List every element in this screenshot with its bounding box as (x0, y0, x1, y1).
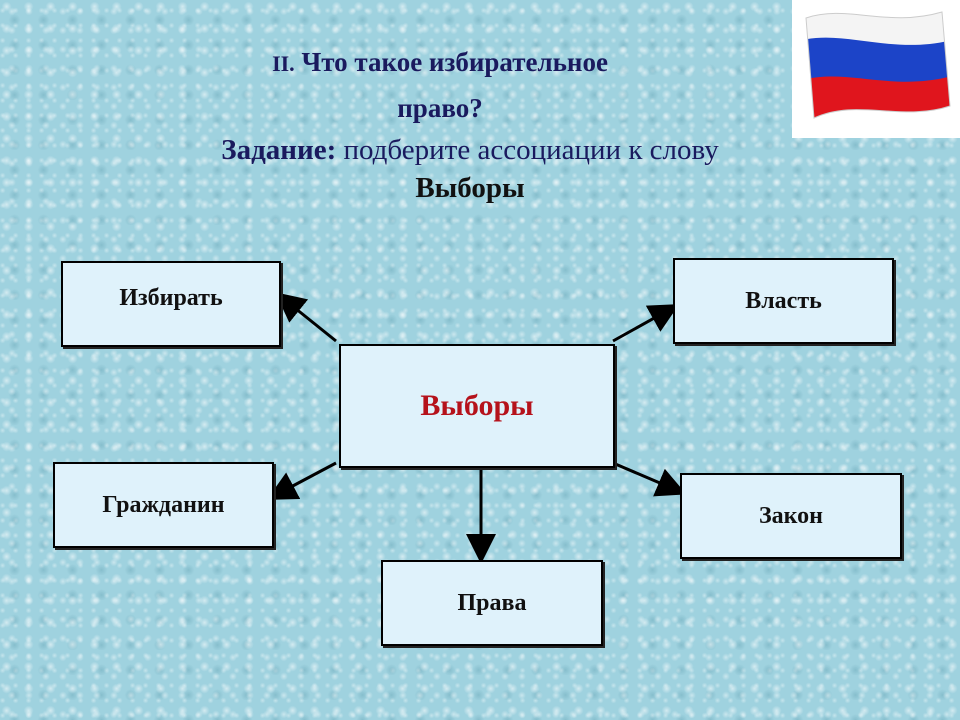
flag-icon (805, 11, 951, 119)
russian-flag-image (792, 0, 960, 138)
flag-blue-stripe (806, 37, 950, 83)
slide-title: II. Что такое избирательное право? (140, 40, 740, 130)
node-zakon-label: Закон (758, 502, 823, 529)
node-vlast-label: Власть (745, 287, 822, 314)
node-izbirat-label: Избирать (119, 285, 223, 311)
node-prava-label: Права (457, 589, 527, 616)
node-zakon: Закон (680, 473, 902, 559)
task-text: подберите ассоциации к слову (343, 134, 719, 166)
arrow-to-zakon (612, 461, 687, 497)
arrow-to-grazhdanin (266, 461, 337, 500)
node-grazhdanin: Гражданин (53, 462, 274, 548)
task-label: Задание: (221, 134, 337, 166)
node-prava: Права (381, 560, 603, 646)
center-node-vybory: Выборы (339, 344, 615, 468)
node-izbirat: Избирать (61, 261, 281, 347)
arrow-to-vlast (612, 304, 680, 343)
arrow-to-izbirat (275, 292, 337, 343)
node-grazhdanin-label: Гражданин (102, 491, 225, 518)
node-vlast: Власть (673, 258, 894, 344)
question-line-1: Что такое избирательное (301, 47, 608, 77)
section-number: II. (272, 51, 295, 76)
flag-red-stripe (806, 76, 950, 118)
question-line-2: право? (397, 93, 483, 123)
keyword: Выборы (415, 172, 525, 204)
task-instruction: Задание: подберите ассоциации к слову (120, 128, 820, 172)
